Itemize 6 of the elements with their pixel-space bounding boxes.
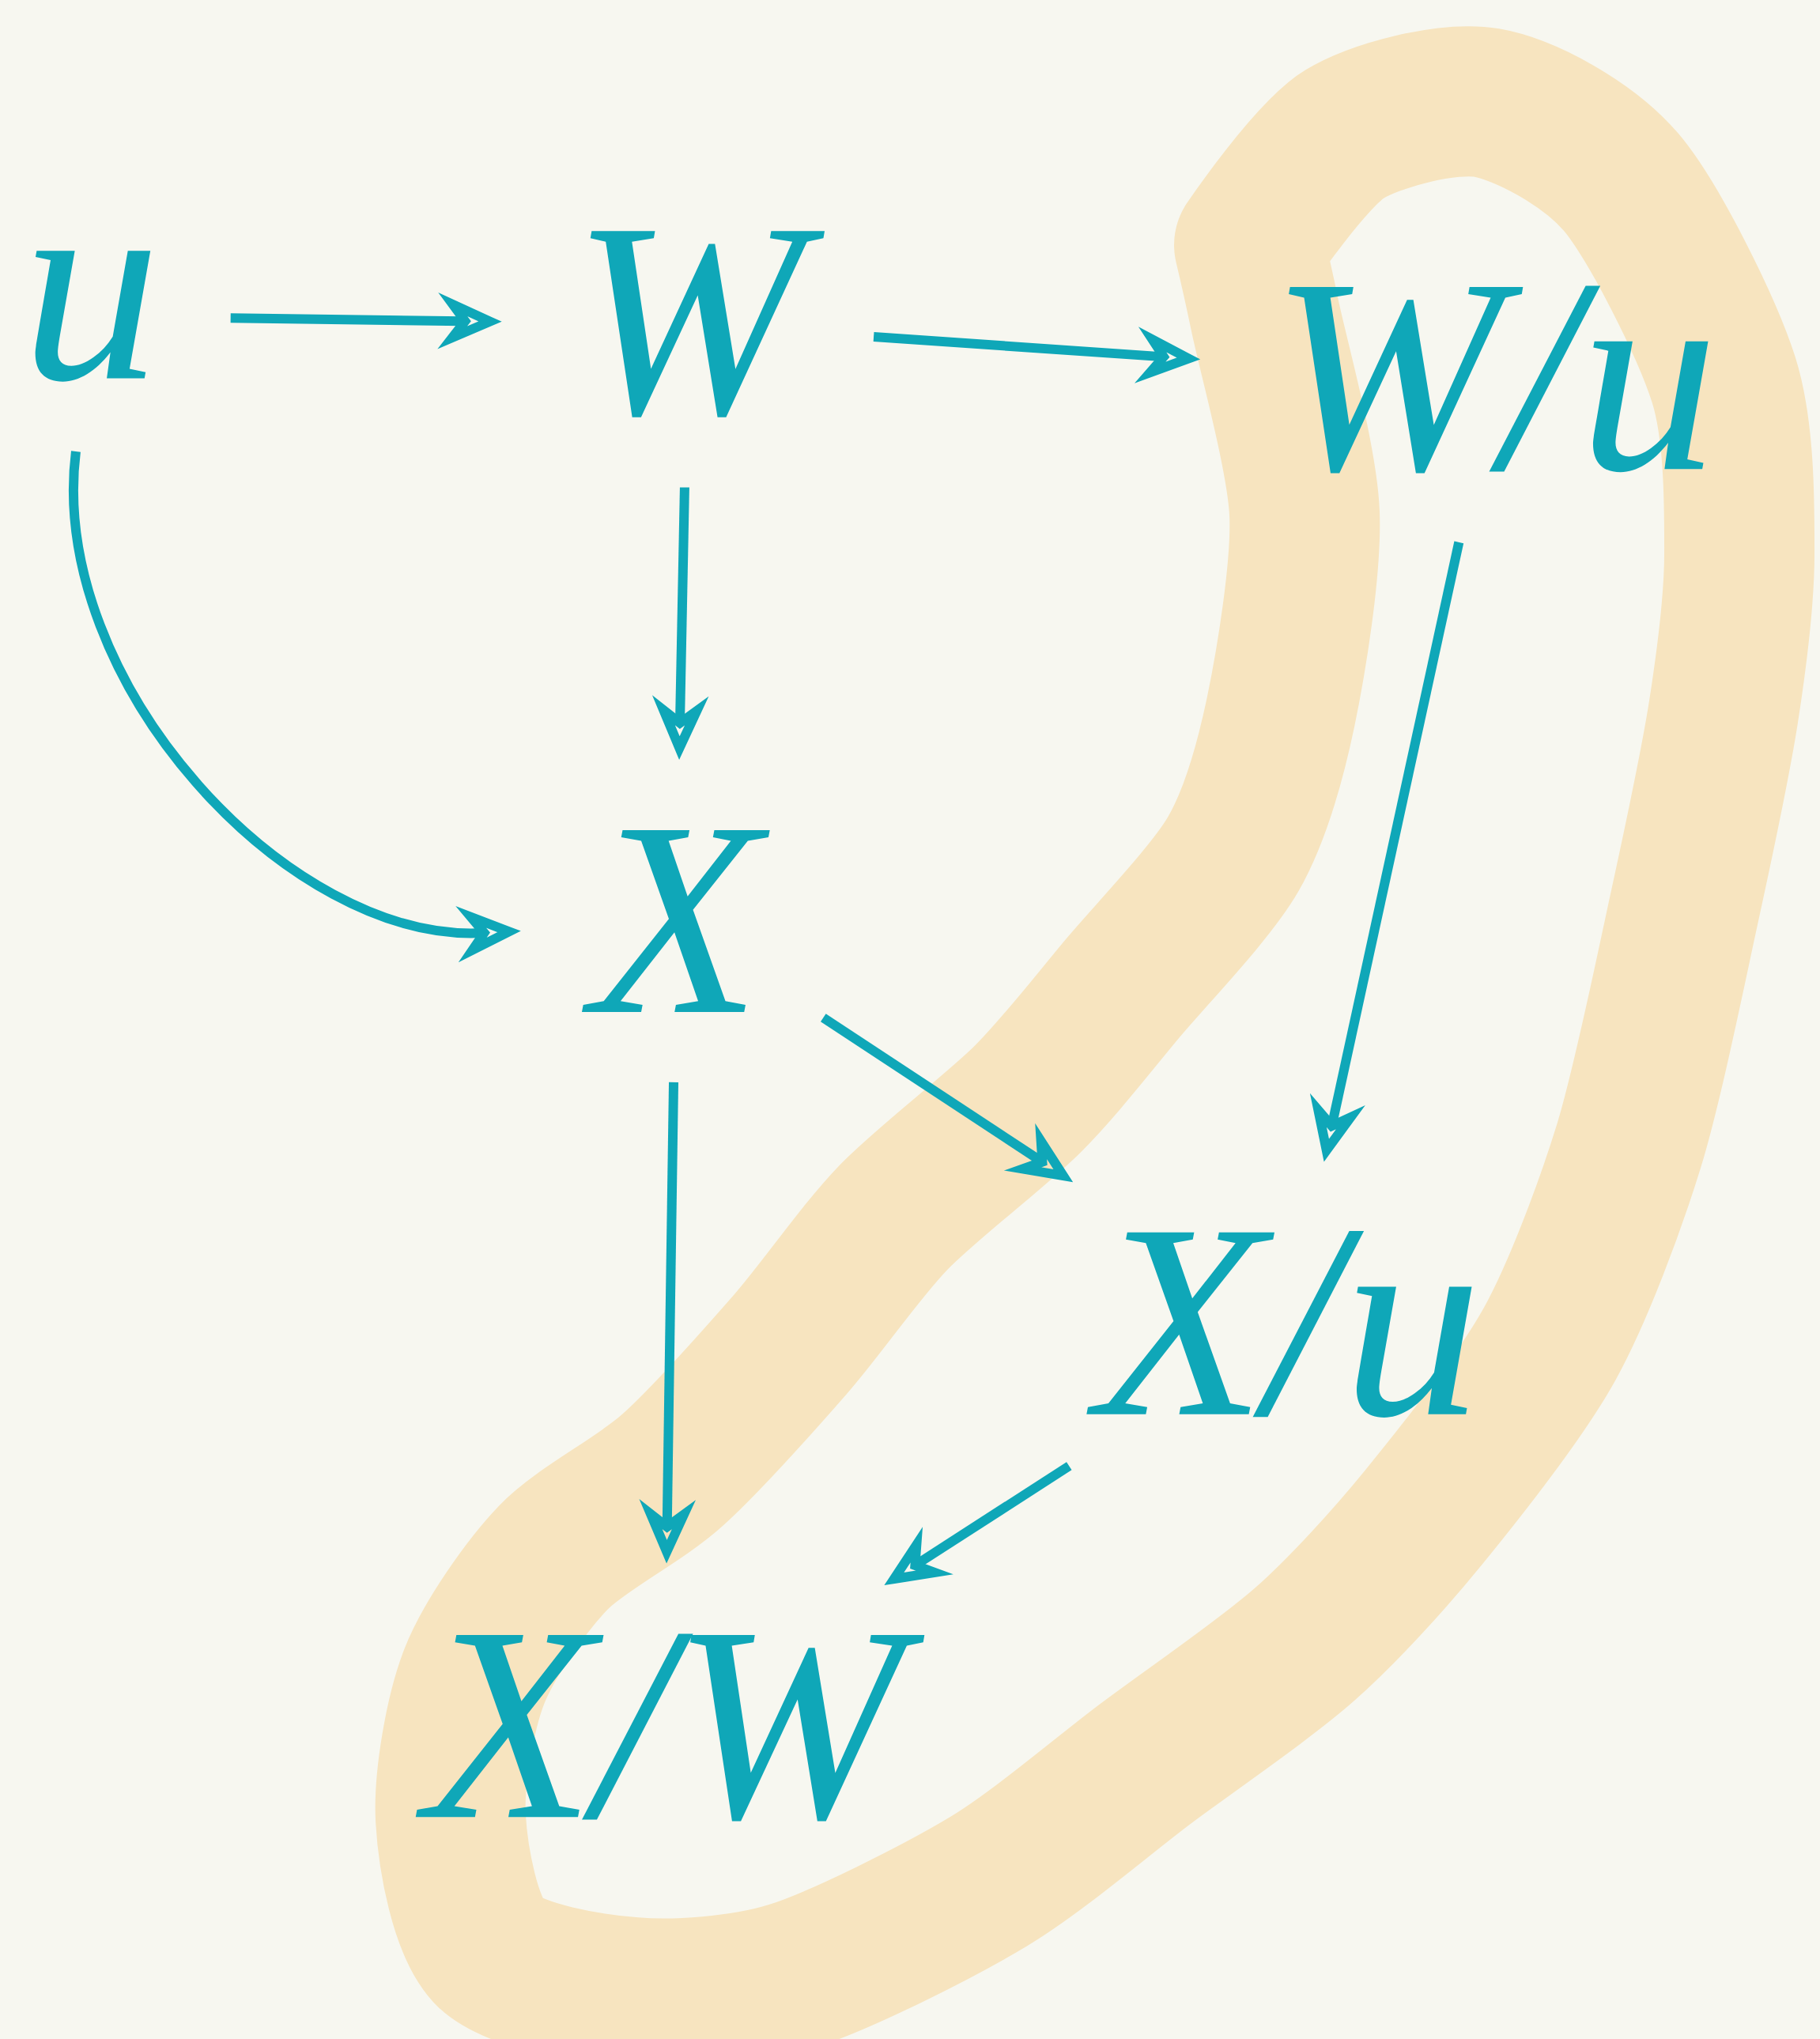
math-label: u [35, 251, 151, 382]
math-label: X [581, 829, 770, 1013]
math-label: W [590, 231, 825, 417]
math-label: X/u [1086, 1231, 1472, 1418]
math-label: X/W [415, 1633, 925, 1822]
math-label: W/u [1289, 285, 1709, 474]
